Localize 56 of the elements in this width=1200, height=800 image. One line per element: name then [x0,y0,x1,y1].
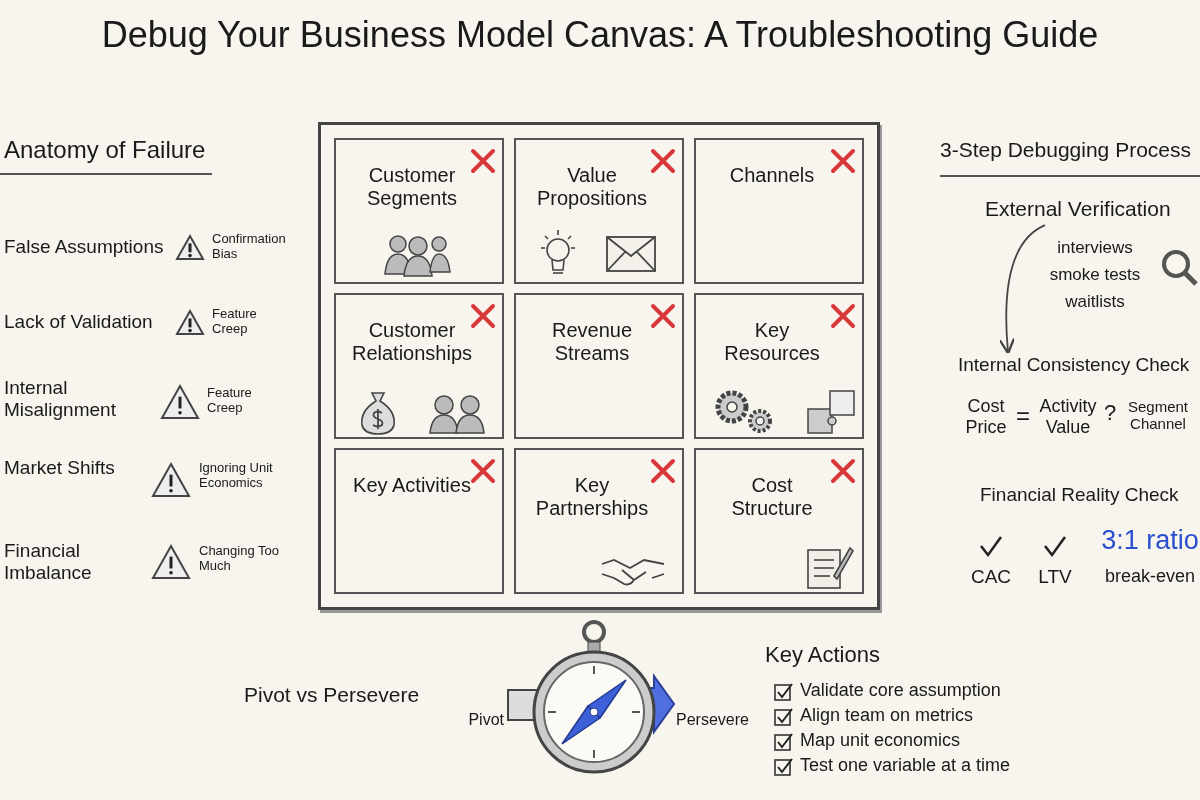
failure-cause: Internal Misalignment [4,377,117,421]
block-title: Channels [728,164,816,187]
warning-note: Ignoring Unit Economics [199,461,274,491]
canvas-block [514,138,684,284]
warning-note: Confirmation Bias [212,232,287,262]
ratio-value: 3:1 ratio [1100,525,1200,557]
curved-arrow [998,224,1046,355]
block-title: Value Propositions [535,164,649,210]
step-heading: External Verification [985,196,1200,222]
equation-term: Segment Channel [1126,398,1189,433]
action-item: Validate core assumption [800,680,1002,701]
equation-sign: = [1015,402,1031,430]
block-title: Customer Segments [365,164,459,210]
step-heading: Internal Consistency Check [958,354,1200,377]
equation-term: Cost Price [964,396,1008,438]
direction-label: Pivot [467,711,504,730]
action-item: Align team on metrics [800,705,975,726]
canvas-block [334,448,504,594]
block-title: Key Partnerships [534,474,650,520]
section-heading: Key Actions [765,642,881,668]
block-title: Key Resources [723,319,821,365]
section-heading: 3-Step Debugging Process [940,138,1192,163]
equation-term: Activity Value [1038,396,1098,438]
canvas-block [334,293,504,439]
block-title: Revenue Streams [550,319,634,365]
failure-cause: Market Shifts [4,457,116,479]
failure-cause: Financial Imbalance [4,540,93,584]
metric-label: break-even [1103,566,1197,587]
canvas-block [334,138,504,284]
section-heading: Anatomy of Failure [4,136,207,164]
metric-label: LTV [1037,566,1073,588]
failure-cause: False Assumptions [4,236,165,258]
warning-note: Feature Creep [212,307,258,337]
method-item: smoke tests [1048,265,1142,285]
direction-label: Persevere [676,711,750,730]
step-heading: Financial Reality Check [980,484,1180,506]
block-title: Key Activities [352,474,472,497]
title: Debug Your Business Model Canvas: A Troubleshooting Guide [100,14,1100,56]
canvas-block [694,138,864,284]
warning-note: Feature Creep [207,386,253,416]
warning-note: Changing Too Much [199,544,280,574]
canvas-block [514,293,684,439]
block-title: Customer Relationships [350,319,474,365]
failure-cause: Lack of Validation [4,311,154,333]
action-item: Map unit economics [800,730,962,751]
canvas-block [514,448,684,594]
method-item: waitlists [1064,292,1126,312]
canvas-block [694,448,864,594]
method-item: interviews [1056,238,1134,258]
canvas-block [694,293,864,439]
block-title: Cost Structure [730,474,814,520]
canvas-frame [318,122,880,610]
section-heading: Pivot vs Persevere [244,683,421,708]
equation-sign: ? [1102,400,1118,426]
action-item: Test one variable at a time [800,755,1012,776]
metric-label: CAC [969,566,1013,588]
